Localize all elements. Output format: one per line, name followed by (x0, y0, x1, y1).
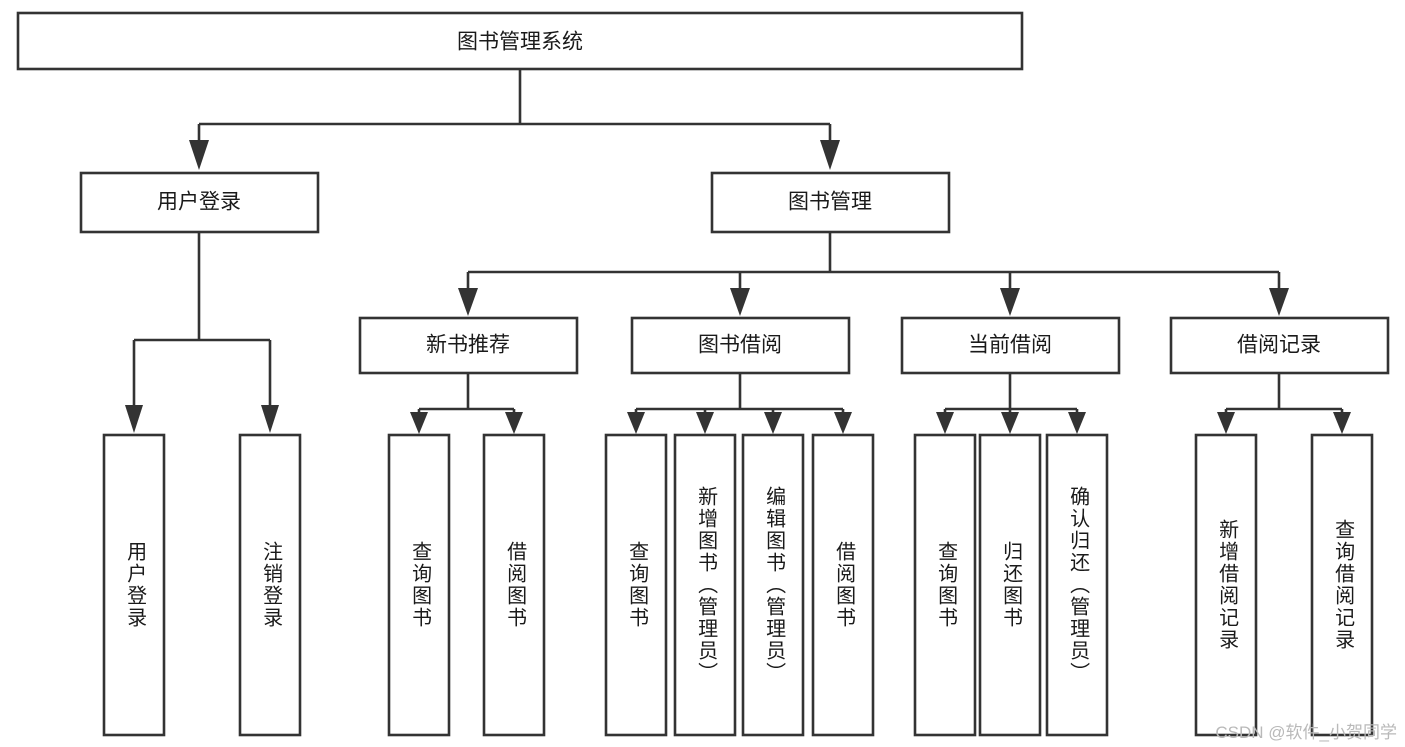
node-book-manage-box[interactable] (710, 171, 951, 234)
node-leaf-confirm-return-box[interactable] (1045, 433, 1109, 737)
node-borrow-record[interactable]: 借阅记录 (1169, 316, 1390, 375)
node-leaf-add-book-box[interactable] (673, 433, 737, 737)
node-book-borrow-box[interactable] (630, 316, 851, 375)
node-book-borrow[interactable]: 图书借阅 (630, 316, 851, 375)
node-leaf-edit-book-box[interactable] (741, 433, 805, 737)
node-borrow-record-label: 借阅记录 (1237, 334, 1321, 357)
node-new-book-rec-label: 新书推荐 (426, 334, 510, 357)
arrow-head-leaf-borrow-book-2 (834, 412, 852, 434)
node-user-login-box[interactable] (79, 171, 320, 234)
arrow-head-leaf-edit-book (764, 412, 782, 434)
arrow-head-leaf-add-record (1217, 412, 1235, 434)
node-leaf-query-book-3-box[interactable] (913, 433, 977, 737)
node-leaf-query-record-box[interactable] (1310, 433, 1374, 737)
node-leaf-borrow-book-2-box[interactable] (811, 433, 875, 737)
arrow-head-leaf-query-record (1333, 412, 1351, 434)
arrow-head-leaf-logout (261, 405, 279, 433)
node-book-manage-label: 图书管理 (788, 191, 872, 214)
node-leaf-logout-box[interactable] (238, 433, 302, 737)
node-root-label: 图书管理系统 (457, 31, 583, 54)
arrow-head-book-borrow (730, 288, 750, 316)
arrow-head-current-borrow (1000, 288, 1020, 316)
node-leaf-query-book-1-box[interactable] (387, 433, 451, 737)
node-leaf-borrow-book-1-box[interactable] (482, 433, 546, 737)
node-current-borrow-box[interactable] (900, 316, 1121, 375)
node-new-book-rec[interactable]: 新书推荐 (358, 316, 579, 375)
arrow-head-borrow-record (1269, 288, 1289, 316)
node-book-borrow-label: 图书借阅 (698, 334, 782, 357)
node-leaf-query-book-2-box[interactable] (604, 433, 668, 737)
arrow-head-leaf-confirm-return (1068, 412, 1086, 434)
node-current-borrow-label: 当前借阅 (968, 334, 1052, 357)
arrow-head-leaf-query-book-2 (627, 412, 645, 434)
node-root[interactable]: 图书管理系统 (16, 11, 1024, 71)
node-leaf-add-record-box[interactable] (1194, 433, 1258, 737)
arrow-head-leaf-user-login (125, 405, 143, 433)
arrow-head-leaf-return-book (1001, 412, 1019, 434)
node-leaf-user-login-box[interactable] (102, 433, 166, 737)
arrow-head-user-login (189, 140, 209, 170)
node-user-login-label: 用户登录 (157, 191, 241, 214)
arrow-head-leaf-add-book (696, 412, 714, 434)
arrow-head-leaf-query-book-1 (410, 412, 428, 434)
node-book-manage[interactable]: 图书管理 (710, 171, 951, 234)
connector-group (125, 69, 1351, 434)
arrow-head-book-manage (820, 140, 840, 170)
arrow-head-new-book-rec (458, 288, 478, 316)
node-leaf-return-book-box[interactable] (978, 433, 1042, 737)
node-new-book-rec-box[interactable] (358, 316, 579, 375)
watermark-text: CSDN @软件_小贺同学 (1215, 723, 1397, 742)
node-borrow-record-box[interactable] (1169, 316, 1390, 375)
node-root-box[interactable] (16, 11, 1024, 71)
arrow-head-leaf-borrow-book-1 (505, 412, 523, 434)
node-current-borrow[interactable]: 当前借阅 (900, 316, 1121, 375)
node-user-login[interactable]: 用户登录 (79, 171, 320, 234)
arrow-head-leaf-query-book-3 (936, 412, 954, 434)
